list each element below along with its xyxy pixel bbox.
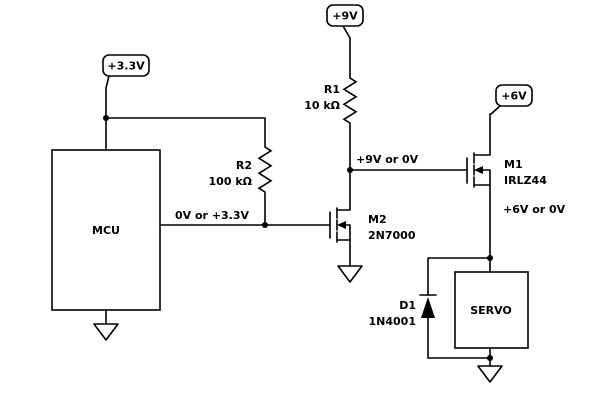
mosfet-m2: M2 2N7000 [329, 169, 416, 263]
mosfet-body-lead [344, 224, 351, 241]
mcu-output-net-label: 0V or +3.3V [175, 209, 250, 222]
junction-dot [487, 355, 493, 361]
mosfet-drain-lead [336, 169, 351, 211]
resistor-r1: R1 10 kΩ [304, 37, 358, 171]
mcu-box [51, 149, 161, 311]
ground-triangle [477, 365, 503, 383]
mosfet-source-lead [336, 239, 351, 263]
mosfet-arrow [474, 166, 483, 174]
m2-drain-net-label: +9V or 0V [356, 153, 419, 166]
m1-part-label: IRLZ44 [504, 174, 547, 187]
r2-value-label: 100 kΩ [209, 175, 253, 188]
power-flag-box [326, 4, 364, 27]
power-flag-box [102, 54, 150, 77]
servo-block: SERVO [454, 271, 529, 349]
resistor-r2: R2 100 kΩ [209, 146, 273, 226]
power-flag-6v: +6V [490, 84, 533, 115]
m2-ref-label: M2 [368, 213, 387, 226]
ground-symbol-servo [477, 365, 503, 383]
mcu-label: MCU [92, 224, 120, 237]
power-flag-3v3: +3.3V [102, 54, 150, 89]
ground-symbol-m2 [337, 261, 363, 283]
r1-value-label: 10 kΩ [304, 99, 340, 112]
servo-box [454, 271, 529, 349]
r1-ref-label: R1 [324, 83, 340, 96]
r2-ref-label: R2 [236, 159, 252, 172]
power-flag-box [495, 84, 533, 107]
power-flag-tail [342, 25, 351, 39]
resistor-zigzag [342, 77, 358, 124]
d1-ref-label: D1 [399, 299, 416, 312]
m2-part-label: 2N7000 [368, 229, 416, 242]
mosfet-bottom-lead [473, 184, 491, 273]
power-flag-9v: +9V [326, 4, 364, 39]
d1-part-label: 1N4001 [369, 315, 416, 328]
ground-symbol-mcu [93, 309, 119, 341]
mosfet-body-lead [481, 169, 491, 186]
power-flag-3v3-label: +3.3V [107, 60, 145, 73]
diode-bottom-lead [427, 317, 491, 359]
servo-supply-net-label: +6V or 0V [503, 203, 566, 216]
mosfet-m1: M1 IRLZ44 [466, 113, 547, 273]
mosfet-arrow [337, 221, 346, 229]
rail-3v3-branch-to-r2 [105, 117, 266, 148]
resistor-zigzag [257, 146, 273, 193]
power-flag-tail [105, 75, 110, 89]
diode-d1: D1 1N4001 [369, 257, 491, 359]
diode-top-lead [427, 257, 491, 296]
power-flag-6v-label: +6V [501, 90, 527, 103]
junction-dot [103, 115, 109, 121]
power-flag-tail [490, 105, 501, 115]
servo-label: SERVO [470, 304, 512, 317]
m1-ref-label: M1 [504, 158, 523, 171]
mcu-block: MCU [51, 149, 161, 311]
power-flag-9v-label: +9V [332, 10, 358, 23]
diode-triangle [421, 297, 435, 318]
mosfet-top-lead [473, 113, 491, 156]
ground-triangle [337, 265, 363, 283]
ground-triangle [93, 323, 119, 341]
